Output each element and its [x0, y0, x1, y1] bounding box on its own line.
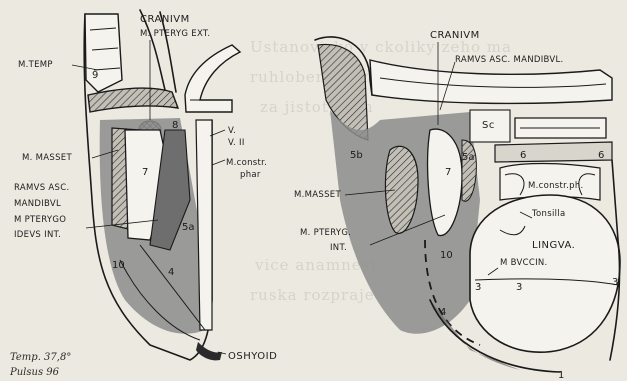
handwritten-pulse: Pulsus 96 [9, 367, 60, 378]
right-label-m-masset: M.MASSET [294, 190, 341, 200]
svg-text:ruska rozpraje: ruska rozpraje [250, 286, 375, 304]
left-label-m-constr-2: phar [240, 170, 261, 180]
right-num-6b: 6 [598, 150, 604, 161]
right-num-4: 4 [440, 307, 446, 318]
right-label-m-pteryg-int-1: M. PTERYG. [300, 228, 351, 238]
left-label-ramus-asc-2: MANDIBVL [14, 199, 61, 209]
left-pterygoid-plate [185, 45, 240, 112]
right-label-m-constr: M.constr.ph. [528, 181, 584, 191]
left-label-v: V. [228, 126, 236, 136]
left-num-9: 9 [92, 70, 98, 81]
left-num-4: 4 [168, 267, 174, 278]
left-num-10: 10 [112, 260, 125, 271]
left-label-os-hyoid: OSHYOID [228, 351, 277, 362]
right-num-3b: 3 [516, 282, 522, 293]
right-num-10: 10 [440, 250, 453, 261]
left-label-cranium: CRANIVM [140, 14, 190, 25]
right-section [315, 37, 620, 372]
left-label-m-temp: M.TEMP [18, 60, 53, 70]
left-section [72, 10, 240, 360]
left-label-m-pteryg-int-1: M PTERYGO [14, 215, 66, 225]
right-num-5a: 5a [462, 152, 475, 163]
handwritten-temp: Temp. 37,8° [10, 352, 71, 363]
right-label-tonsilla: Tonsilla [531, 209, 565, 219]
left-cranium-bone [88, 88, 178, 112]
right-num-7: 7 [445, 167, 451, 178]
left-label-m-masset: M. MASSET [22, 153, 72, 163]
left-label-m-pteryg-ext: M. PTERYG EXT. [140, 29, 210, 39]
left-hyoid-bone [196, 342, 222, 360]
right-num-5b: 5b [350, 150, 363, 161]
left-label-v2: V. II [228, 138, 245, 148]
right-palate-lower [495, 142, 612, 162]
right-label-sc: Sc [482, 120, 495, 131]
left-num-8: 8 [172, 120, 178, 131]
right-label-m-buccin: M BVCCIN. [500, 258, 548, 268]
right-label-lingva: LINGVA. [532, 240, 575, 251]
left-temporal-muscle [85, 14, 122, 92]
right-num-6a: 6 [520, 150, 526, 161]
left-label-m-constr-1: M.constr. [226, 158, 267, 168]
right-label-m-pteryg-int-2: INT. [330, 243, 347, 253]
right-num-3a: 3 [475, 282, 481, 293]
left-num-5a: 5a [182, 222, 195, 233]
left-label-m-pteryg-int-2: IDEVS INT. [14, 230, 61, 240]
left-num-7: 7 [142, 167, 148, 178]
right-num-3c: 3 [612, 277, 618, 288]
right-label-ramus-asc: RAMVS ASC. MANDIBVL. [455, 55, 564, 65]
left-label-ramus-asc-1: RAMVS ASC. [14, 183, 69, 193]
right-label-cranium: CRANIVM [430, 30, 480, 41]
right-num-1: 1 [558, 370, 564, 381]
